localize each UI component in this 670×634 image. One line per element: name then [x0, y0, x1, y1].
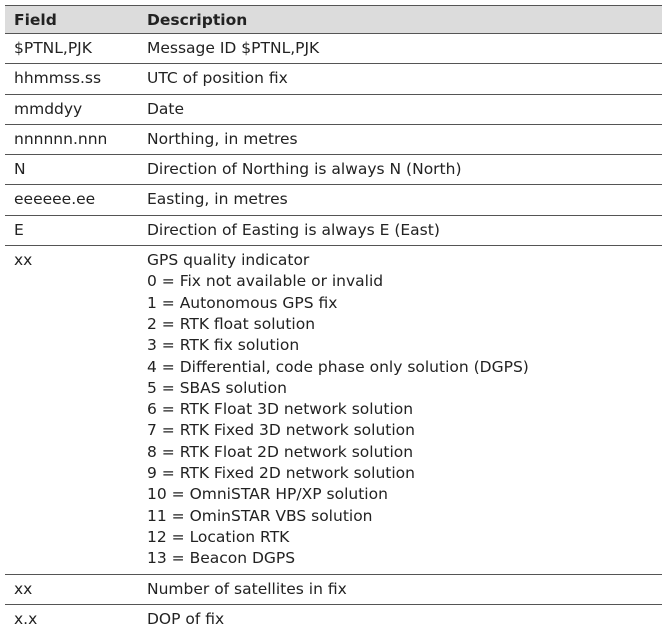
table-header-row: Field Description [5, 5, 662, 34]
description-line: 10 = OmniSTAR HP/XP solution [147, 485, 388, 504]
field-cell: $PTNL,PJK [5, 32, 138, 64]
description-line: Direction of Northing is always N (North… [147, 160, 462, 179]
field-cell: mmddyy [5, 93, 138, 125]
description-line: 12 = Location RTK [147, 527, 290, 546]
description-line: 13 = Beacon DGPS [147, 549, 296, 568]
description-line: 8 = RTK Float 2D network solution [147, 442, 414, 461]
description-line: Date [147, 99, 185, 118]
field-cell: nnnnnn.nnn [5, 123, 138, 155]
description-cell: UTC of position fix [138, 63, 662, 95]
table-row: hhmmss.ss UTC of position fix [5, 63, 662, 95]
header-description: Description [138, 5, 662, 34]
description-line: 4 = Differential, code phase only soluti… [147, 357, 529, 376]
field-cell: xx [5, 573, 138, 605]
field-cell: N [5, 154, 138, 185]
description-cell: Direction of Northing is always N (North… [138, 154, 662, 185]
description-line: Number of satellites in fix [147, 579, 347, 598]
table-row: eeeeee.ee Easting, in metres [5, 184, 662, 216]
description-line: 0 = Fix not available or invalid [147, 272, 384, 291]
description-line: 7 = RTK Fixed 3D network solution [147, 421, 415, 440]
description-cell: Northing, in metres [138, 123, 662, 155]
description-line: 6 = RTK Float 3D network solution [147, 400, 414, 419]
description-line: 2 = RTK float solution [147, 314, 316, 333]
description-line: Message ID $PTNL,PJK [147, 39, 320, 57]
field-cell: x.x [5, 603, 138, 634]
field-description-table: Field Description $PTNL,PJK Message ID $P… [5, 5, 662, 634]
field-cell: xx [5, 245, 138, 575]
description-cell: Number of satellites in fix [138, 573, 662, 605]
field-cell: E [5, 214, 138, 246]
table-row: mmddyy Date [5, 93, 662, 125]
table-row: xx GPS quality indicator 0 = Fix not avail… [5, 245, 662, 575]
table-row: x.x DOP of fix [5, 603, 662, 634]
table-row: $PTNL,PJK Message ID $PTNL,PJK [5, 32, 662, 64]
description-line: 9 = RTK Fixed 2D network solution [147, 464, 415, 483]
table-row: nnnnnn.nnn Northing, in metres [5, 123, 662, 155]
description-cell: Message ID $PTNL,PJK [138, 32, 662, 64]
table-row: xx Number of satellites in fix [5, 573, 662, 605]
description-line: Easting, in metres [147, 190, 288, 209]
description-line: UTC of position fix [147, 69, 288, 88]
description-line: Northing, in metres [147, 129, 298, 148]
description-line: 3 = RTK fix solution [147, 336, 300, 355]
description-cell: Easting, in metres [138, 184, 662, 216]
description-cell: GPS quality indicator 0 = Fix not availab… [138, 245, 662, 575]
table-row: N Direction of Northing is always N (Nort… [5, 154, 662, 185]
description-line: 5 = SBAS solution [147, 378, 287, 397]
description-line: Direction of Easting is always E (East) [147, 220, 440, 239]
header-field: Field [5, 5, 138, 34]
description-line: DOP of fix [147, 609, 225, 628]
field-cell: eeeeee.ee [5, 184, 138, 216]
field-cell: hhmmss.ss [5, 63, 138, 95]
description-line: GPS quality indicator [147, 251, 310, 270]
description-cell: DOP of fix [138, 603, 662, 634]
description-line: 11 = OminSTAR VBS solution [147, 506, 373, 525]
description-cell: Date [138, 93, 662, 125]
description-cell: Direction of Easting is always E (East) [138, 214, 662, 246]
description-line: 1 = Autonomous GPS fix [147, 293, 338, 312]
table-row: E Direction of Easting is always E (East) [5, 214, 662, 246]
